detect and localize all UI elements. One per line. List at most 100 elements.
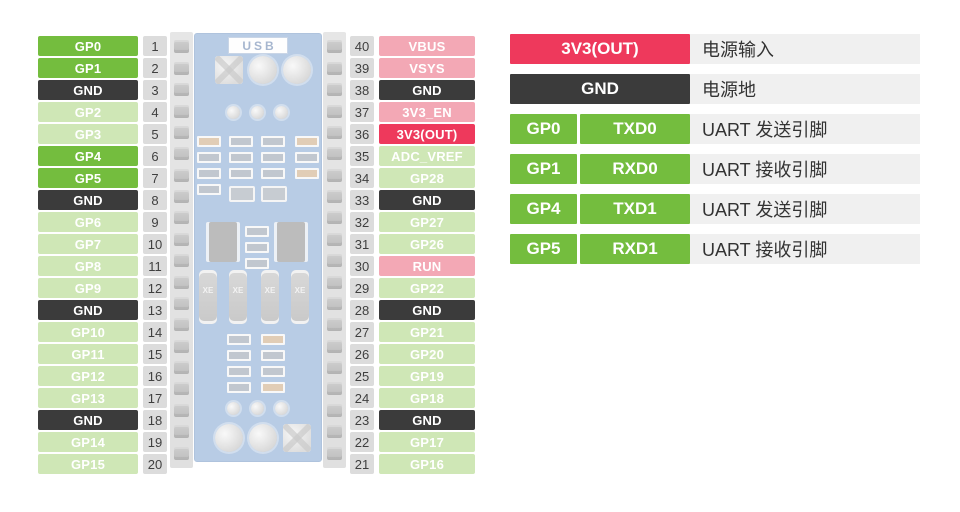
pin-number: 16 [143, 366, 167, 386]
pin-header-bump [327, 61, 342, 75]
legend-pin-name: 3V3(OUT) [510, 34, 690, 64]
pin-label: GP21 [379, 322, 475, 342]
pin-number: 31 [350, 234, 374, 254]
pin-header-bump [327, 425, 342, 439]
smd-component [261, 350, 285, 361]
pin-label: RUN [379, 256, 475, 276]
pin-header-bump [174, 425, 189, 439]
pin-label: GND [38, 300, 138, 320]
smd-component [227, 350, 251, 361]
legend-pin-function: RXD1 [580, 234, 690, 264]
pin-label: GP14 [38, 432, 138, 452]
pin-number: 5 [143, 124, 167, 144]
crystal: XE [199, 270, 217, 324]
pin-header-bump [327, 147, 342, 161]
pin-header-bump [327, 232, 342, 246]
pin-label: GP6 [38, 212, 138, 232]
pin-header-bump [174, 190, 189, 203]
legend-description: UART 接收引脚 [690, 154, 920, 184]
pin-label: GP3 [38, 124, 138, 144]
pin-label: GND [38, 190, 138, 210]
pin-label: GP9 [38, 278, 138, 298]
pin-number: 40 [350, 36, 374, 56]
pin-header-bump [327, 168, 342, 182]
pin-header-bump [174, 403, 189, 417]
pin-label: GP1 [38, 58, 138, 78]
pin-number: 30 [350, 256, 374, 276]
pin-number: 29 [350, 278, 374, 298]
pin-header-bump [174, 275, 189, 289]
solder-pad-cross [283, 424, 311, 452]
pin-header-bump [174, 211, 189, 225]
pin-number: 2 [143, 58, 167, 78]
legend-pin-badge: GND [510, 74, 690, 104]
pin-label: GP27 [379, 212, 475, 232]
pin-label: ADC_VREF [379, 146, 475, 166]
legend-description: 电源地 [690, 74, 920, 104]
pin-header-bump [174, 61, 189, 75]
legend-pin-badge: 3V3(OUT) [510, 34, 690, 64]
pin-number: 25 [350, 366, 374, 386]
smd-component [229, 152, 253, 163]
pin-label: GND [379, 300, 475, 320]
pin-number: 28 [350, 300, 374, 320]
pin-header-bump [327, 296, 342, 310]
pin-header-bump [174, 147, 189, 161]
smd-component [261, 366, 285, 377]
pin-number: 10 [143, 234, 167, 254]
pin-label: GP11 [38, 344, 138, 364]
pin-number: 3 [143, 80, 167, 100]
legend-description: UART 发送引脚 [690, 194, 920, 224]
pin-header-bump [174, 296, 189, 310]
smd-component [261, 334, 285, 345]
ic-chip [209, 222, 237, 262]
pin-header-bump [327, 403, 342, 417]
legend-description: UART 发送引脚 [690, 114, 920, 144]
pin-number: 8 [143, 190, 167, 210]
smd-component [197, 184, 221, 195]
legend-description: UART 接收引脚 [690, 234, 920, 264]
smd-component [227, 334, 251, 345]
solder-pad [251, 106, 264, 119]
pin-label: GP0 [38, 36, 138, 56]
legend-pin-function: TXD1 [580, 194, 690, 224]
pin-header-bump [174, 40, 189, 54]
legend-row-3v3-out-: 3V3(OUT)电源输入 [510, 34, 920, 64]
pin-header-bump [174, 232, 189, 246]
pin-label: GP8 [38, 256, 138, 276]
smd-component [261, 382, 285, 393]
pin-number: 36 [350, 124, 374, 144]
smd-component [227, 366, 251, 377]
legend-pin-function: TXD0 [580, 114, 690, 144]
smd-component [229, 168, 253, 179]
pin-label: GP19 [379, 366, 475, 386]
solder-pad-cross [215, 56, 243, 84]
pin-number: 4 [143, 102, 167, 122]
pin-label: GND [379, 80, 475, 100]
smd-component [261, 136, 285, 147]
